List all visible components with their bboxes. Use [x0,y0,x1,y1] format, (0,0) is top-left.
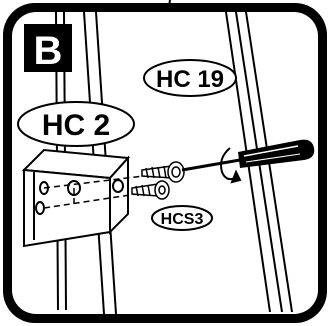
step-letter: B [34,29,63,73]
hc19-label: HC 19 [156,66,224,93]
hc2-label: HC 2 [42,109,110,142]
hcs3-label: HCS3 [161,211,204,228]
